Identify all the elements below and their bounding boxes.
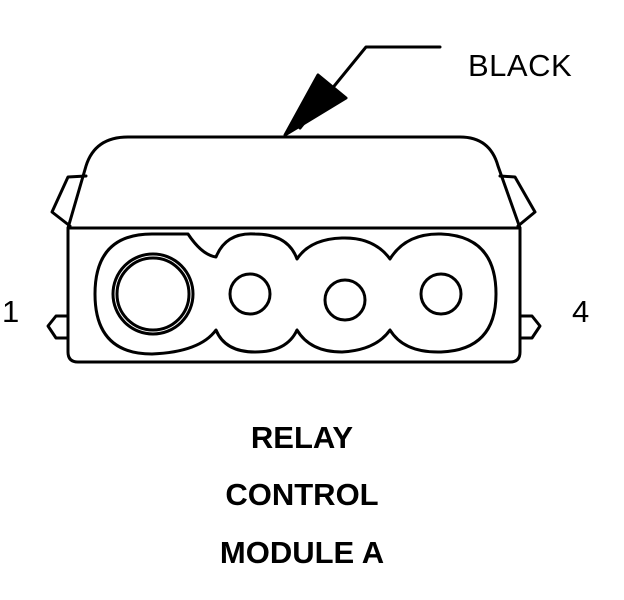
title-line-2: CONTROL: [225, 477, 379, 512]
title-line-3: MODULE A: [219, 535, 385, 570]
pin-1-cavity-inner: [115, 256, 191, 332]
right-lower-latch: [518, 314, 542, 340]
connector-housing: [66, 135, 522, 364]
pin-label-last: 4: [572, 294, 590, 329]
pin-4-cavity: [419, 272, 463, 316]
callout-leader: [283, 45, 442, 137]
callout-arrowhead: [283, 73, 348, 137]
pin-cavities: [111, 252, 463, 336]
right-upper-latch: [498, 174, 537, 228]
pin-3-cavity: [323, 278, 367, 322]
color-callout-label: BLACK: [468, 48, 573, 83]
left-upper-latch: [50, 174, 88, 228]
pin-1-cavity-outer: [111, 252, 195, 336]
title-line-1: RELAY: [250, 420, 354, 455]
left-lower-latch: [46, 314, 70, 340]
cavity-surround: [93, 232, 498, 356]
pin-label-first: 1: [2, 294, 20, 329]
pin-2-cavity: [228, 272, 272, 316]
